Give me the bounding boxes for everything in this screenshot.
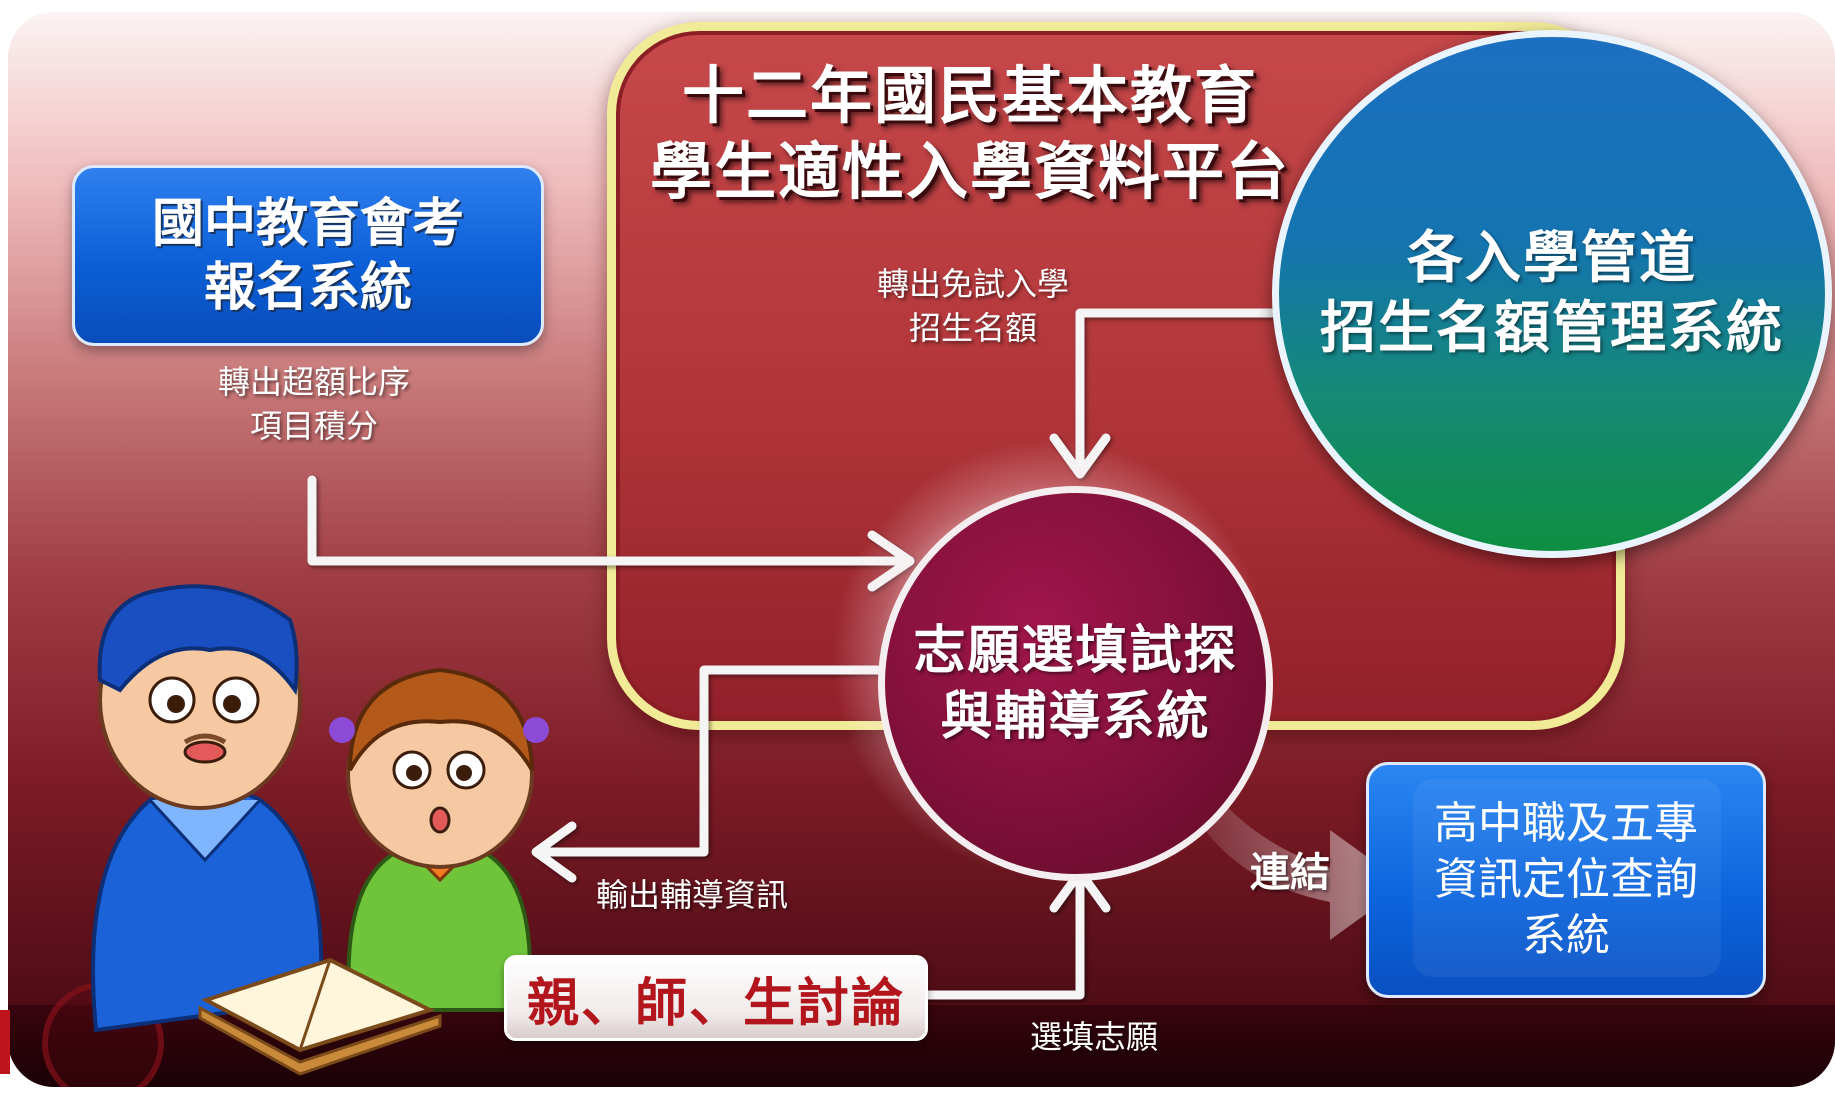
arrow-discussion-to-core: [917, 871, 1085, 1000]
quota-out-line2: 招生名額: [908, 309, 1037, 347]
cap-out-line2: 項目積分: [249, 407, 378, 445]
cap-out-line1: 轉出超額比序: [217, 363, 410, 401]
platform-title-line1: 十二年國民基本教育: [681, 59, 1258, 132]
quota-out-line1: 轉出免試入學: [876, 265, 1069, 303]
quota-out-label: 轉出免試入學 招生名額: [858, 262, 1088, 350]
exam-registration-line2: 報名系統: [203, 257, 412, 318]
preference-system-line1: 志願選填試探: [913, 620, 1238, 681]
exam-registration-node: 國中教育會考 報名系統: [72, 165, 544, 346]
exam-registration-line1: 國中教育會考: [151, 193, 464, 254]
quota-management-node: 各入學管道 招生名額管理系統: [1272, 30, 1832, 558]
girl-illustration: [329, 667, 549, 1012]
info-query-line2: 資訊定位查詢: [1434, 854, 1698, 905]
link-label: 連結: [1250, 850, 1330, 896]
red-edge-tab: [0, 1010, 10, 1074]
arrow-quota-to-core: [1075, 308, 1277, 475]
preference-system-node: 志願選填試探 與輔導系統: [878, 486, 1273, 881]
boy-illustration: [91, 584, 324, 1033]
discussion-node: 親、師、生討論: [504, 955, 928, 1041]
info-query-node: 高中職及五專 資訊定位查詢 系統: [1366, 762, 1766, 998]
info-query-line3: 系統: [1522, 910, 1610, 961]
link-arrow: [1182, 760, 1406, 940]
fill-preference-label: 選填志願: [1030, 1018, 1159, 1056]
quota-management-line2: 招生名額管理系統: [1320, 296, 1784, 361]
info-query-line1: 高中職及五專: [1434, 798, 1698, 849]
open-book-illustration: [198, 957, 442, 1076]
platform-title: 十二年國民基本教育 學生適性入學資料平台: [640, 58, 1300, 210]
arrow-core-to-guidance: [535, 665, 883, 857]
info-query-inner-panel: [1413, 779, 1721, 977]
arrowhead-core-to-guidance: [531, 821, 577, 883]
preference-system-line2: 與輔導系統: [940, 686, 1211, 747]
platform-title-line2: 學生適性入學資料平台: [649, 135, 1290, 208]
quota-management-line1: 各入學管道: [1407, 226, 1697, 291]
guidance-out-label: 輸出輔導資訊: [596, 876, 789, 914]
arrow-cap-to-core: [307, 475, 905, 566]
cap-out-label: 轉出超額比序 項目積分: [198, 360, 430, 448]
